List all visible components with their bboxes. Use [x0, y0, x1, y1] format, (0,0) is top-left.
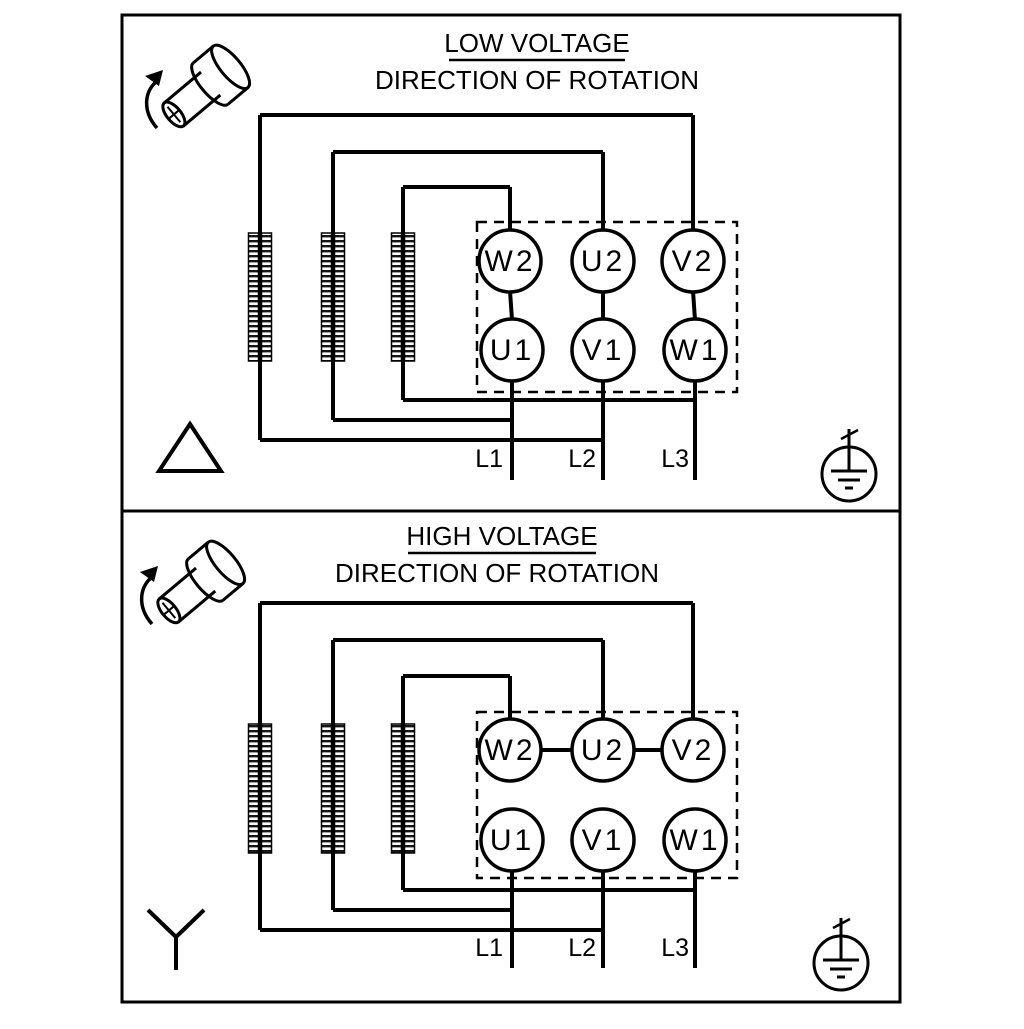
terminal-block-outline-high	[475, 710, 739, 880]
earth-ground-icon-high	[812, 916, 870, 992]
panel-low-title: LOW VOLTAGE	[444, 28, 629, 58]
terminal-label-u2-high: U2	[581, 734, 625, 767]
supply-label-l2: L2	[568, 445, 596, 473]
terminal-label-w2: W2	[485, 245, 536, 278]
terminal-v1-high	[570, 807, 636, 873]
winding-coil-6	[390, 723, 416, 854]
panel-high-border	[120, 509, 902, 1004]
terminal-u2	[570, 228, 636, 294]
terminal-w1	[662, 317, 728, 383]
terminal-label-w1: W1	[670, 334, 721, 367]
terminal-label-v2: V2	[672, 245, 715, 278]
earth-ground-icon-low	[820, 427, 878, 503]
winding-coil-3	[390, 232, 416, 362]
terminal-v2	[660, 228, 726, 294]
delta-jumpers	[508, 290, 697, 321]
supply-label-l1: L1	[475, 445, 503, 473]
terminal-label-u1-high: U1	[490, 824, 534, 857]
supply-label-l3: L3	[661, 445, 689, 473]
winding-coil-4	[247, 723, 273, 854]
terminal-w1-high	[662, 807, 728, 873]
terminal-w2	[477, 228, 543, 294]
panel-low-subtitle: DIRECTION OF ROTATION	[375, 65, 699, 95]
terminal-v2-high	[660, 717, 726, 783]
winding-coil-2	[320, 232, 346, 362]
terminal-block-outline-low	[475, 220, 739, 394]
stator-wiring-high	[258, 601, 697, 968]
terminal-v1	[570, 317, 636, 383]
shaft-rotation-icon	[143, 37, 258, 142]
winding-coil-1	[247, 232, 273, 362]
terminal-u2-high	[570, 717, 636, 783]
terminal-u1-high	[479, 807, 545, 873]
terminal-label-w2-high: W2	[485, 734, 536, 767]
panel-high-subtitle: DIRECTION OF ROTATION	[335, 558, 659, 588]
terminal-w2-high	[477, 717, 543, 783]
shaft-rotation-icon-high	[138, 533, 253, 638]
supply-label-l1-high: L1	[475, 934, 503, 962]
terminal-label-v1: V1	[582, 334, 625, 367]
terminal-label-u2: U2	[581, 245, 625, 278]
terminal-label-v2-high: V2	[672, 734, 715, 767]
star-symbol	[146, 908, 206, 970]
terminal-label-w1-high: W1	[670, 824, 721, 857]
panel-high-voltage: HIGH VOLTAGE DIRECTION OF ROTATION W2 U2…	[120, 509, 902, 1004]
terminal-label-v1-high: V1	[582, 824, 625, 857]
stator-wiring-low	[258, 113, 697, 480]
panel-high-title: HIGH VOLTAGE	[406, 521, 597, 551]
panel-low-voltage: LOW VOLTAGE DIRECTION OF ROTATION W2 U2 …	[120, 13, 902, 513]
supply-label-l3-high: L3	[661, 934, 689, 962]
terminal-label-u1: U1	[490, 334, 534, 367]
terminal-u1	[479, 317, 545, 383]
winding-coil-5	[320, 723, 346, 854]
delta-symbol	[155, 420, 225, 473]
supply-label-l2-high: L2	[568, 934, 596, 962]
